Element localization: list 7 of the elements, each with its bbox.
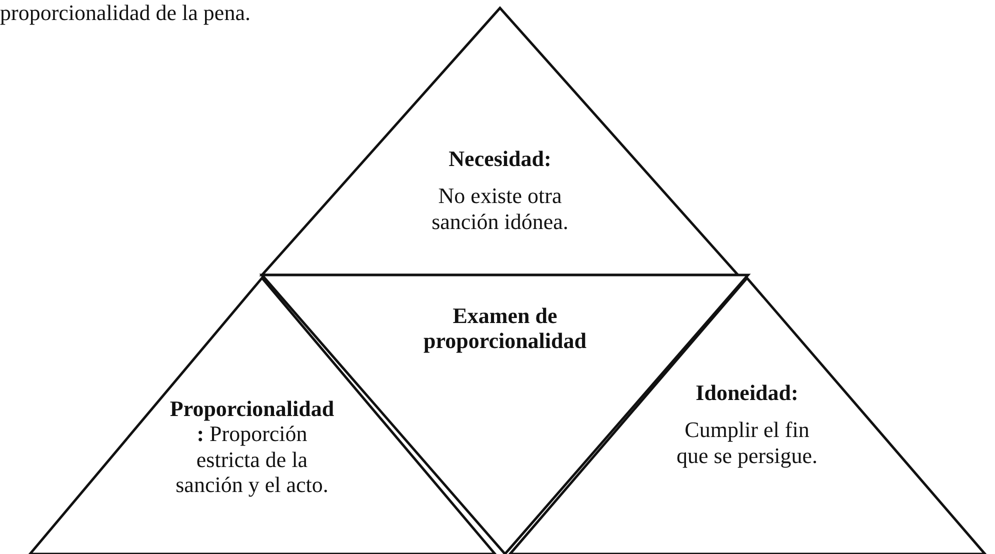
note-text: proporcionalidad de la pena. — [0, 0, 250, 26]
node-description: No existe otra sanción idónea. — [430, 183, 570, 234]
node-heading: Necesidad: — [448, 146, 552, 172]
node-description: Cumplir el fin que se persigue. — [675, 417, 819, 468]
node-description: Proporcionalidad: Proporción estricta de la sanción y el acto. — [168, 396, 336, 498]
node-heading: Idoneidad: — [694, 380, 800, 406]
node-heading: Examen de proporcionalidad — [422, 303, 588, 354]
